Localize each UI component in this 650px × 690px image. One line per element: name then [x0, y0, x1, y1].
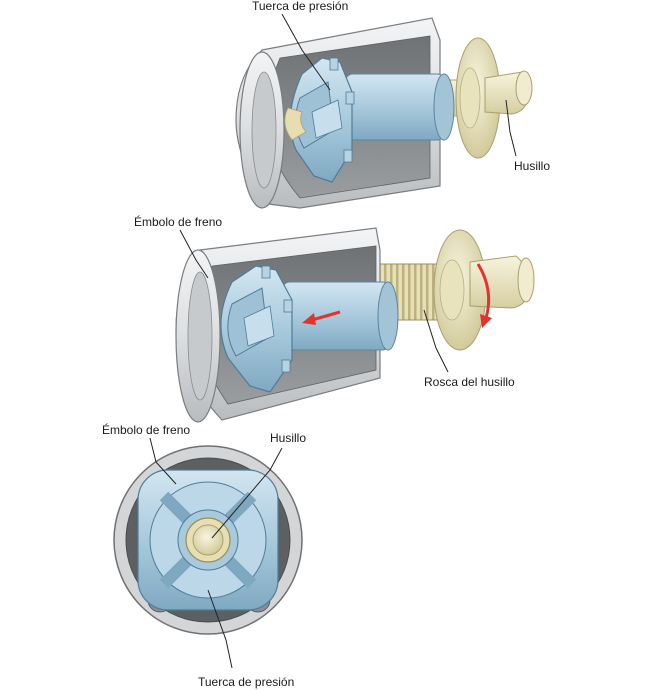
label-mid-piston: Émbolo de freno — [134, 214, 222, 229]
movement-arrow — [302, 310, 341, 325]
label-top-pressure-nut: Tuerca de presión — [252, 0, 348, 13]
top-spindle — [429, 37, 533, 159]
mid-pressure-nut — [220, 265, 399, 393]
mid-spindle — [379, 229, 535, 351]
top-assembly — [235, 17, 533, 209]
top-pressure-nut — [284, 57, 455, 183]
label-mid-spindle-thread: Rosca del husillo — [424, 375, 515, 389]
label-bottom-pressure-nut: Tuerca de presión — [198, 675, 294, 689]
bottom-front-view — [113, 445, 303, 635]
rotation-arrow — [476, 263, 492, 328]
label-bottom-spindle: Husillo — [270, 431, 306, 445]
label-top-spindle: Husillo — [514, 159, 550, 173]
bottom-spindle — [185, 517, 231, 563]
leader-lines — [149, 13, 517, 669]
label-bottom-piston: Émbolo de freno — [102, 422, 190, 437]
middle-assembly — [175, 227, 535, 423]
